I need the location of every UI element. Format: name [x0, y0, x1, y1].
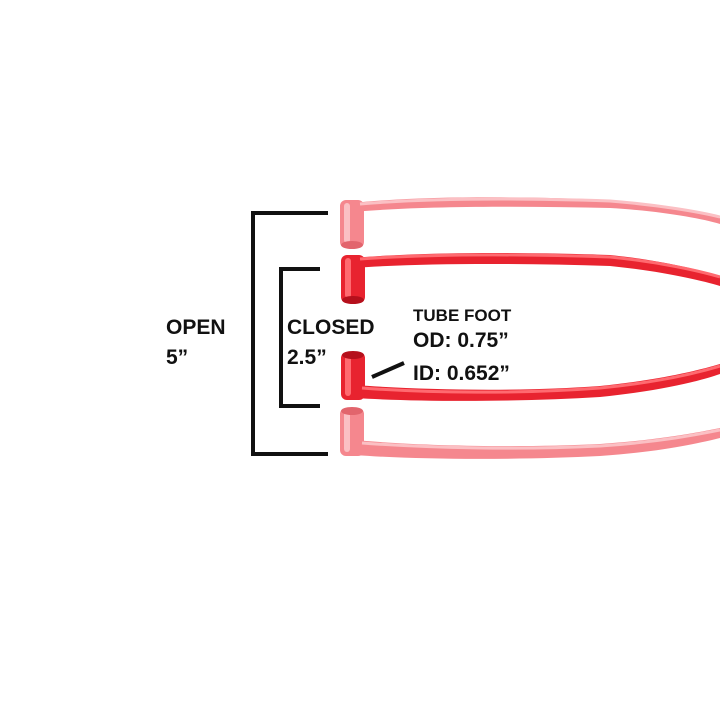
closed-tube-upper-foot-shine: [345, 258, 351, 298]
open-tube-upper: [340, 197, 720, 249]
open-tube-lower-foot: [340, 408, 364, 456]
open-tube-lower-shine: [361, 428, 720, 450]
closed-tube-upper-shine: [359, 253, 720, 279]
open-label-value: 5”: [166, 346, 188, 369]
open-tube-upper-foot: [340, 200, 364, 248]
closed-label-title: CLOSED: [287, 316, 375, 339]
closed-tube-lower-foot: [341, 352, 365, 400]
closed-tube-lower-foot-shine: [345, 356, 351, 396]
closed-tube-lower-shine: [361, 364, 720, 394]
open-label-title: OPEN: [166, 316, 226, 339]
closed-tube-upper: [341, 253, 720, 304]
closed-tube-upper-body: [352, 253, 720, 286]
closed-tube-lower-foot-opening: [342, 351, 364, 359]
closed-tube-lower: [341, 351, 720, 401]
tube-foot-heading: TUBE FOOT: [413, 306, 512, 325]
open-tube-lower-foot-opening: [341, 407, 363, 415]
open-tube-lower-body: [355, 428, 720, 459]
open-tube-lower: [340, 407, 720, 459]
closed-label-value: 2.5”: [287, 346, 327, 369]
tube-foot-od: OD: 0.75”: [413, 329, 509, 352]
open-tube-upper-foot-shine: [344, 203, 350, 243]
closed-tube-upper-foot-opening: [342, 296, 364, 304]
open-tube-lower-foot-shine: [344, 412, 350, 452]
open-tube-upper-foot-opening: [341, 241, 363, 249]
closed-tube-lower-body: [355, 364, 720, 401]
tube-foot-pointer-line: [371, 361, 405, 379]
closed-tube-upper-foot: [341, 255, 365, 303]
closed-bracket: [279, 267, 320, 408]
open-bracket: [251, 211, 328, 456]
open-tube-upper-shine: [359, 197, 720, 219]
tube-foot-id: ID: 0.652”: [413, 362, 510, 385]
